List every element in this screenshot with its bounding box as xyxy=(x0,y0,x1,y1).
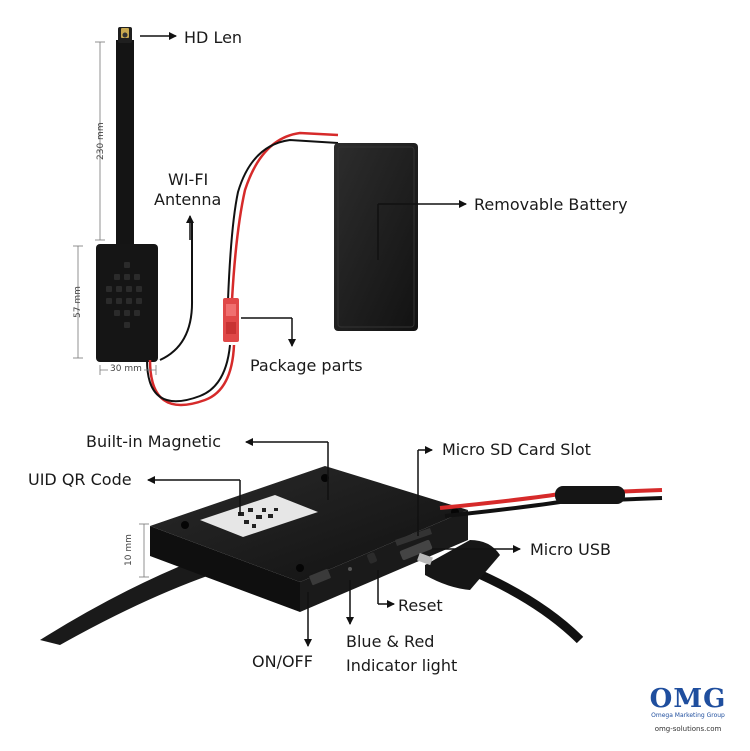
hd-len-label: HD Len xyxy=(184,28,243,47)
dimension-length: 230 mm xyxy=(96,122,106,160)
flat-lens-cable xyxy=(40,560,210,645)
dimension-height: 57 mm xyxy=(73,286,83,318)
wifi-antenna-label-line2: Antenna xyxy=(154,190,222,209)
dimension-lines-bottom xyxy=(139,523,149,578)
package-parts-label: Package parts xyxy=(250,356,363,375)
dimension-width: 30 mm xyxy=(108,364,144,374)
logo-mark: OMG xyxy=(649,684,727,714)
uid-qr-code-label: UID QR Code xyxy=(28,470,132,489)
on-off-label: ON/OFF xyxy=(252,652,313,671)
logo-url: omg-solutions.com xyxy=(654,725,722,733)
hd-lens-cable xyxy=(116,27,134,245)
wifi-antenna-label-line1: WI-FI xyxy=(168,170,209,189)
callout-arrows-top xyxy=(140,32,467,347)
callout-arrows-bottom xyxy=(147,438,521,647)
omg-logo: OMG Omega Marketing Group omg-solutions.… xyxy=(636,686,740,734)
cables-bottom xyxy=(439,486,663,644)
logo-subtitle: Omega Marketing Group xyxy=(651,712,725,719)
battery xyxy=(334,143,418,331)
micro-usb-plug xyxy=(417,540,500,590)
indicator-label-line1: Blue & Red xyxy=(346,632,435,651)
package-connector xyxy=(223,298,239,342)
dimension-thickness: 10 mm xyxy=(124,534,134,566)
camera-board-device xyxy=(150,466,468,612)
micro-usb-label: Micro USB xyxy=(530,540,611,559)
camera-module xyxy=(96,244,158,362)
wires-top xyxy=(146,131,339,407)
built-in-magnetic-label: Built-in Magnetic xyxy=(86,432,221,451)
micro-sd-card-slot-label: Micro SD Card Slot xyxy=(442,440,591,459)
removable-battery-label: Removable Battery xyxy=(474,195,628,214)
reset-label: Reset xyxy=(398,596,443,615)
indicator-label-line2: Indicator light xyxy=(346,656,458,675)
